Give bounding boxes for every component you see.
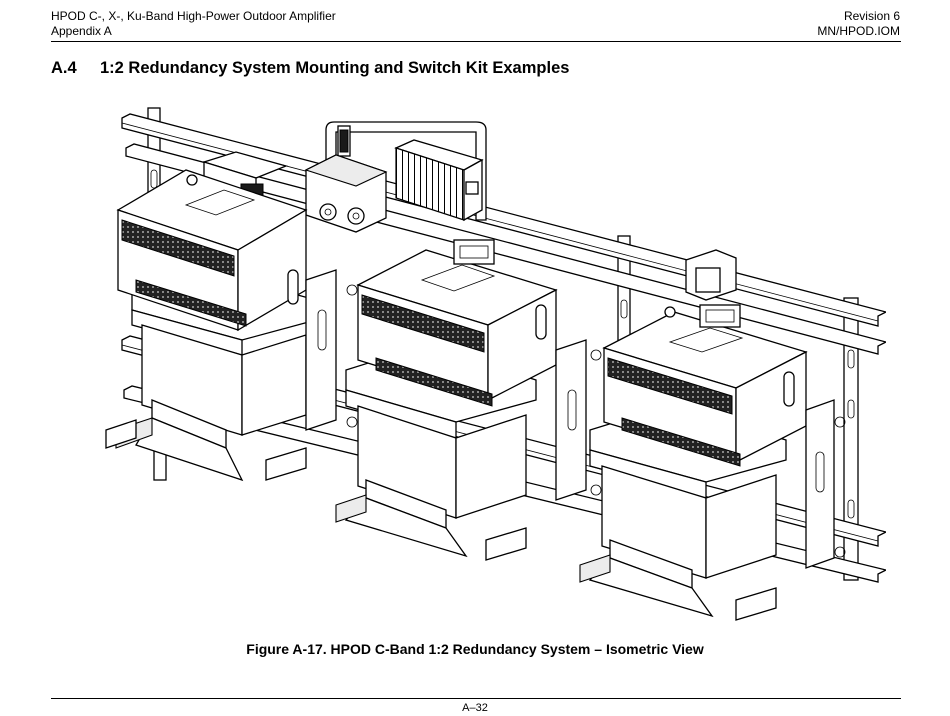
header-rule <box>51 41 901 42</box>
revision-label: Revision 6 <box>843 9 900 23</box>
appendix-label: Appendix A <box>51 24 112 38</box>
hpod-amplifier-unit-3 <box>579 304 846 621</box>
isometric-redundancy-system-drawing <box>105 107 886 621</box>
waveguide-switch-assembly <box>201 121 737 301</box>
section-heading: A.4 1:2 Redundancy System Mounting and Sw… <box>51 59 569 78</box>
document-title: HPOD C-, X-, Ku-Band High-Power Outdoor … <box>51 9 336 23</box>
figure-caption: Figure A-17. HPOD C-Band 1:2 Redundancy … <box>246 641 704 657</box>
section-number: A.4 <box>51 59 77 77</box>
running-header-right: Revision 6 MN/HPOD.IOM <box>817 9 900 39</box>
section-title: 1:2 Redundancy System Mounting and Switc… <box>100 59 570 77</box>
footer-rule <box>51 698 901 699</box>
page-number: A–32 <box>462 702 488 714</box>
hpod-amplifier-unit-2 <box>335 239 602 561</box>
document-id: MN/HPOD.IOM <box>817 24 900 38</box>
running-header-left: HPOD C-, X-, Ku-Band High-Power Outdoor … <box>51 9 336 39</box>
hpod-amplifier-unit-1 <box>105 169 358 482</box>
